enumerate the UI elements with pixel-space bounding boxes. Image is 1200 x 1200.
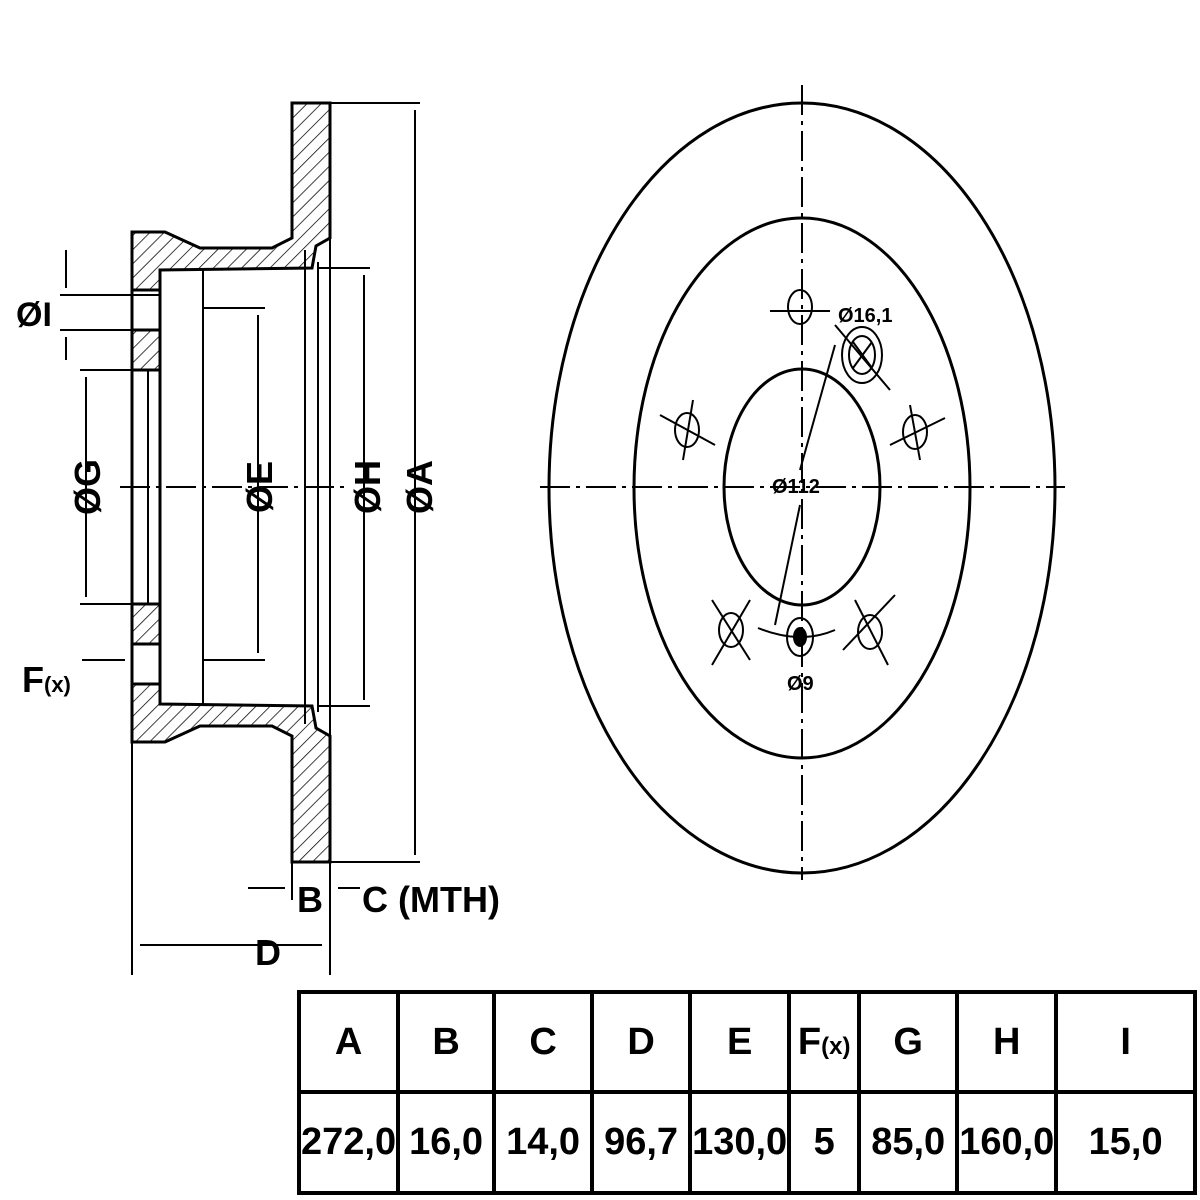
bolt-hole <box>902 414 928 450</box>
bolt-hole <box>787 289 813 325</box>
header-b: B <box>396 990 497 1094</box>
label-b: B <box>297 879 323 920</box>
bolt-holes <box>659 289 946 666</box>
label-dia-g: ØG <box>67 459 108 515</box>
value-e: 130,0 <box>688 1090 792 1195</box>
bolt-hole <box>674 412 700 448</box>
value-a: 272,0 <box>296 1090 401 1195</box>
header-i: I <box>1054 990 1197 1094</box>
dimensions-table: A B C D E F(x) G H I 272,0 16,0 14,0 96,… <box>296 990 1197 1195</box>
section-block-top <box>130 328 162 372</box>
header-h: H <box>955 990 1059 1094</box>
value-f: 5 <box>787 1090 862 1195</box>
value-c: 14,0 <box>492 1090 595 1195</box>
header-f: F(x) <box>787 990 862 1094</box>
label-pcd: Ø112 <box>772 476 820 498</box>
side-section-view <box>60 101 420 975</box>
wheel-stud-hole-large <box>848 335 876 375</box>
label-hole-large: Ø16,1 <box>838 305 892 327</box>
header-a: A <box>296 990 401 1094</box>
value-h: 160,0 <box>955 1090 1059 1195</box>
table-header-row: A B C D E F(x) G H I <box>296 990 1197 1094</box>
header-c: C <box>492 990 595 1094</box>
section-block-bottom <box>130 602 162 646</box>
bolt-hole <box>857 614 883 650</box>
label-hole-small: Ø9 <box>787 673 814 695</box>
header-e: E <box>688 990 792 1094</box>
section-top <box>130 101 332 292</box>
label-dia-e: ØE <box>239 461 280 513</box>
value-g: 85,0 <box>857 1090 960 1195</box>
header-d: D <box>590 990 693 1094</box>
label-dia-a: ØA <box>399 460 440 514</box>
section-bottom <box>130 682 332 864</box>
table-values-row: 272,0 16,0 14,0 96,7 130,0 5 85,0 160,0 … <box>296 1090 1197 1195</box>
front-view <box>540 85 1065 880</box>
value-i: 15,0 <box>1054 1090 1197 1195</box>
label-c-mth: C (MTH) <box>362 879 500 920</box>
label-d: D <box>255 932 281 973</box>
bolt-hole <box>718 612 744 648</box>
label-f: F(x) <box>22 659 71 700</box>
dimension-lines <box>60 102 420 975</box>
value-b: 16,0 <box>396 1090 497 1195</box>
label-dia-h: ØH <box>347 460 388 514</box>
header-g: G <box>857 990 960 1094</box>
value-d: 96,7 <box>590 1090 693 1195</box>
label-dia-i: ØI <box>16 296 52 334</box>
